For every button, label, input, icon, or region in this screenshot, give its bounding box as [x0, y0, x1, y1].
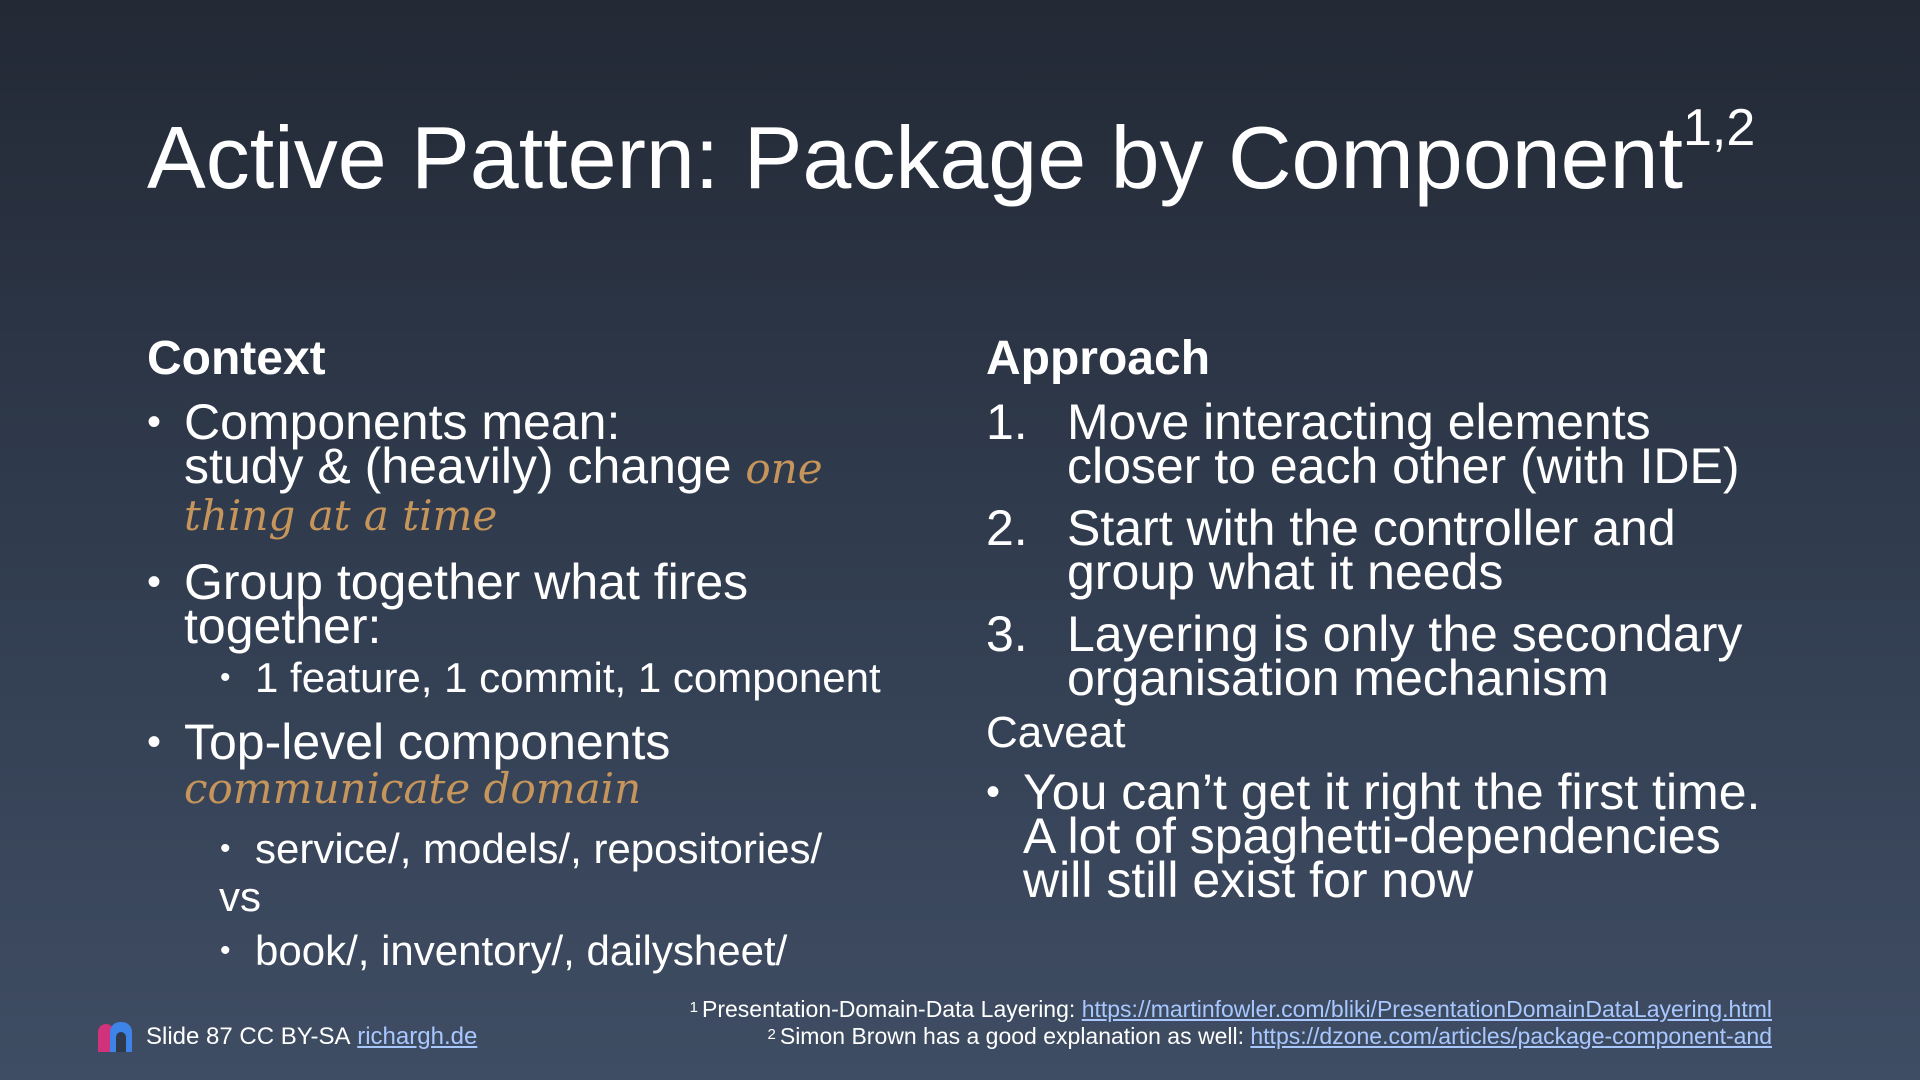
context-column: Context Components mean: study & (heavil…: [147, 330, 927, 975]
bullet-text: You can’t get it right the first time. A…: [1023, 764, 1761, 908]
approach-item: 1. Move interacting elements closer to e…: [986, 394, 1786, 491]
footnote-number: 2: [767, 1026, 776, 1043]
bullet-text: Group together what fires together:: [184, 554, 749, 654]
title-footnote-ref: 1,2: [1682, 99, 1756, 157]
approach-item: 2. Start with the controller and group w…: [986, 500, 1786, 597]
handwritten-annotation: communicate domain: [184, 764, 642, 813]
footnote-number: 1: [689, 999, 698, 1016]
item-text: Layering is only the secondary organisat…: [1067, 606, 1743, 706]
context-bullet-top-level: Top-level components communicate domain: [147, 717, 927, 813]
approach-column: Approach 1. Move interacting elements cl…: [986, 330, 1786, 905]
item-number: 2.: [986, 500, 1028, 556]
context-heading: Context: [147, 332, 326, 385]
caveat-bullet: You can’t get it right the first time. A…: [986, 767, 1786, 905]
context-sub-bullet: book/, inventory/, dailysheet/: [147, 927, 927, 975]
site-link[interactable]: richargh.de: [357, 1023, 478, 1050]
slide-footer: Slide 87 CC BY-SA richargh.de: [98, 1022, 477, 1052]
sub-bullet-text: 1 feature, 1 commit, 1 component: [255, 654, 881, 701]
bullet-text-line2: study & (heavily) change: [184, 438, 732, 494]
bullet-text: Components mean:: [184, 394, 621, 450]
slide-number-license: Slide 87 CC BY-SA: [146, 1023, 351, 1050]
handwritten-annotation: one thing at a time: [184, 444, 823, 540]
item-number: 1.: [986, 394, 1028, 450]
context-sub-bullet: service/, models/, repositories/: [147, 825, 927, 873]
bullet-text: Top-level components: [184, 714, 671, 770]
approach-item: 3. Layering is only the secondary organi…: [986, 606, 1786, 703]
context-bullet-group: Group together what fires together:: [147, 557, 927, 651]
context-bullet-components: Components mean: study & (heavily) chang…: [147, 397, 927, 540]
vs-label: vs: [219, 873, 261, 920]
sub-bullet-text: service/, models/, repositories/: [255, 825, 823, 872]
sub-bullet-text: book/, inventory/, dailysheet/: [255, 927, 788, 974]
logo-icon: [98, 1022, 134, 1052]
context-sub-bullet: 1 feature, 1 commit, 1 component: [147, 654, 927, 702]
slide-title-text: Active Pattern: Package by Component: [147, 108, 1683, 207]
item-number: 3.: [986, 606, 1028, 662]
caveat-heading: Caveat: [986, 708, 1126, 757]
item-text: Move interacting elements closer to each…: [1067, 394, 1740, 494]
approach-heading: Approach: [986, 332, 1211, 385]
footnote-text: Presentation-Domain-Data Layering:: [701, 996, 1082, 1022]
slide-title: Active Pattern: Package by Component1,2: [147, 99, 1755, 211]
item-text: Start with the controller and group what…: [1067, 500, 1676, 600]
footnote-link[interactable]: https://martinfowler.com/bliki/Presentat…: [1081, 996, 1772, 1022]
footnote-link[interactable]: https://dzone.com/articles/package-compo…: [1250, 1023, 1772, 1049]
footnote-text: Simon Brown has a good explanation as we…: [779, 1023, 1251, 1049]
